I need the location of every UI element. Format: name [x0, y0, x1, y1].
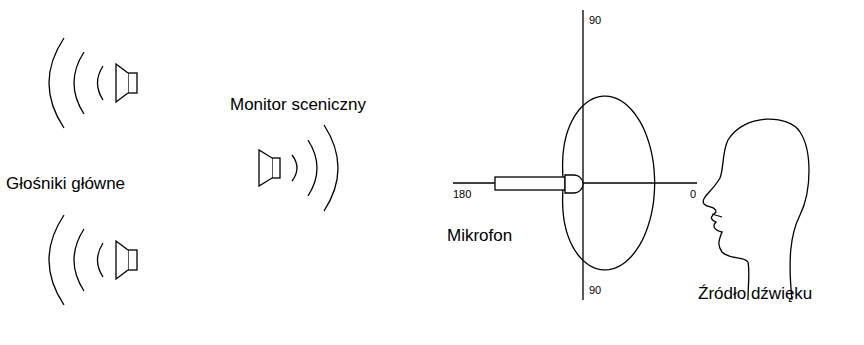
- microphone: [495, 175, 583, 193]
- polar-pattern: [563, 96, 655, 270]
- stage-monitor: [259, 125, 338, 211]
- mouth: [712, 214, 722, 217]
- main-speaker: [49, 215, 137, 305]
- head-profile: [703, 119, 800, 300]
- source-label: Źródło dźwięku: [698, 284, 812, 304]
- microphone-label: Mikrofon: [447, 226, 512, 246]
- monitor-label: Monitor sceniczny: [230, 95, 366, 115]
- angle-label: 90: [589, 284, 601, 297]
- main-speaker: [49, 38, 137, 128]
- head-profile: [790, 132, 809, 300]
- angle-label: 90: [589, 14, 601, 27]
- angle-label: 180: [453, 188, 471, 201]
- angle-label: 0: [690, 188, 696, 201]
- speaker-label: Głośniki główne: [6, 174, 125, 194]
- polar-axes: [453, 10, 697, 300]
